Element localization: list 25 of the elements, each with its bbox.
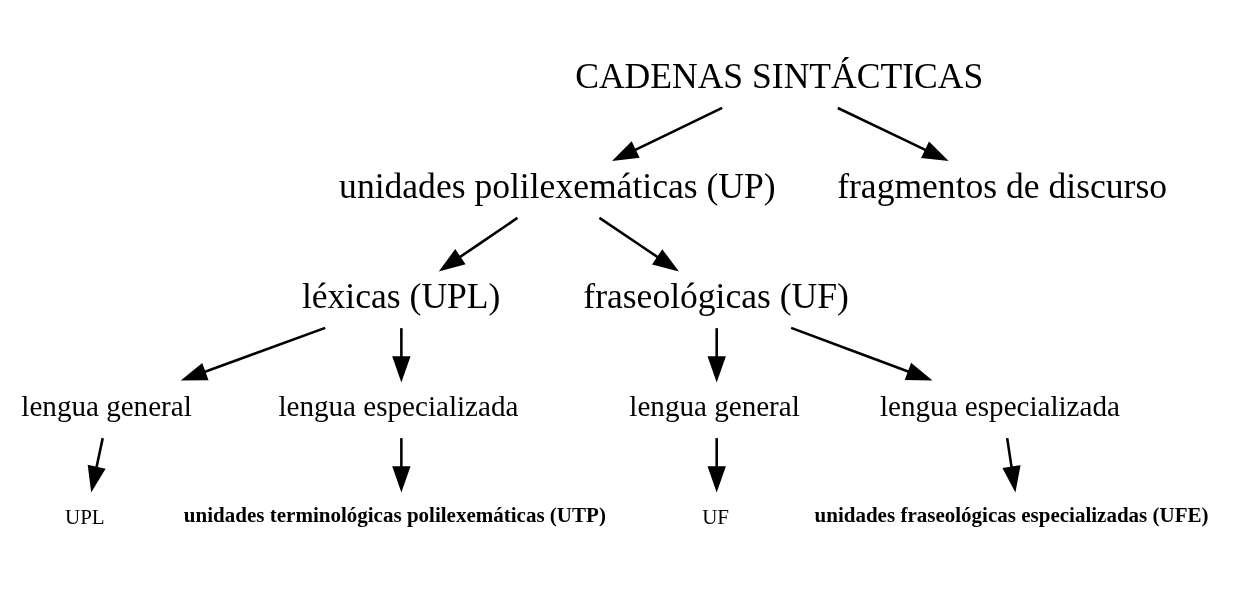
arrow	[180, 326, 326, 381]
node-text: lengua general	[629, 389, 800, 422]
arrow	[707, 438, 726, 493]
node-text: unidades fraseológicas especializadas (UFE)	[814, 503, 1209, 528]
node-text: UF	[702, 504, 730, 529]
arrow	[392, 438, 411, 493]
arrow	[707, 328, 726, 383]
node-text: lengua especializada	[880, 389, 1120, 422]
arrow	[790, 326, 933, 381]
node-text: fraseológicas (UF)	[583, 275, 849, 316]
arrow	[1002, 437, 1021, 493]
node-text: CADENAS SINTÁCTICAS	[575, 55, 984, 96]
arrow	[392, 328, 411, 383]
arrow	[837, 106, 949, 161]
arrow	[612, 106, 723, 161]
node-text: unidades polilexemáticas (UP)	[339, 165, 776, 206]
arrow	[87, 437, 106, 493]
arrow	[438, 216, 519, 272]
node-text: unidades terminológicas polilexemáticas (UTP)	[183, 503, 606, 528]
node-text: lengua general	[21, 389, 192, 422]
arrow	[598, 216, 679, 272]
node-text: fragmentos de discurso	[837, 165, 1168, 206]
node-text: lengua especializada	[278, 389, 519, 422]
node-text: léxicas (UPL)	[301, 275, 501, 316]
node-text: UPL	[65, 504, 105, 529]
